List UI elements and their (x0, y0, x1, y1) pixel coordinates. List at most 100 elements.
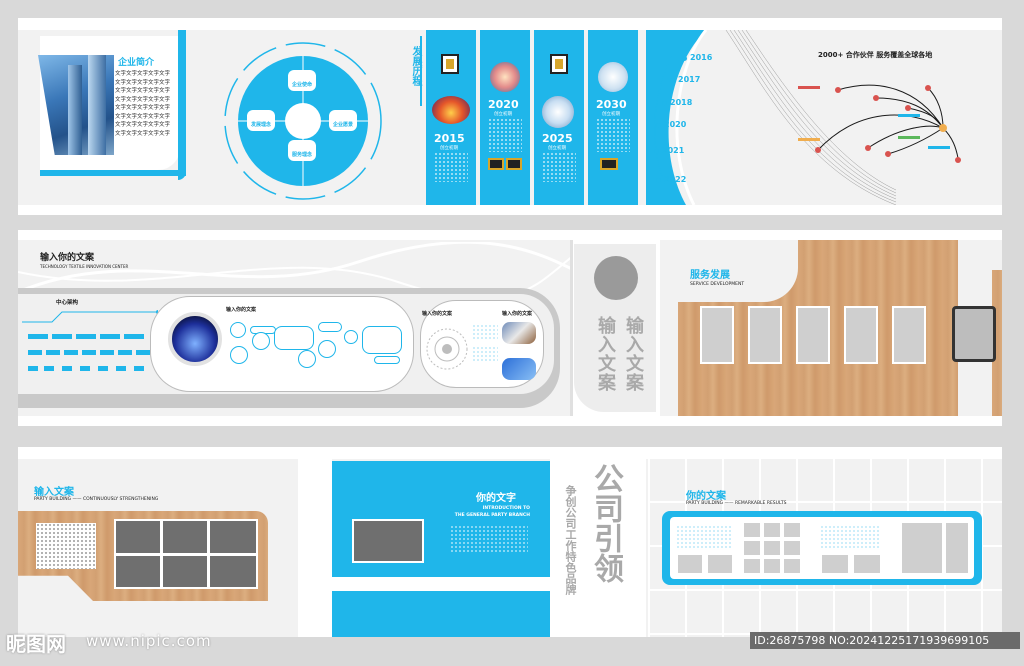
vertical-text: 输入文案 (595, 316, 616, 392)
text-board (36, 523, 96, 569)
milestone-text-block (488, 118, 522, 152)
sunset-photo (432, 96, 470, 124)
screen-cell (116, 556, 160, 587)
middle-subtitle: INTRODUCTION TO THE GENERAL PARTY BRANCH (450, 505, 530, 519)
screen-cell (210, 556, 256, 587)
service-title: 服务发展 (690, 270, 730, 281)
service-header-bg (678, 240, 798, 302)
photo-frame (700, 306, 734, 364)
results-text (820, 525, 880, 549)
intro-line: 文字文字文字文字文字 (115, 71, 171, 77)
screen-cell (116, 521, 160, 553)
culture-wheel (224, 42, 382, 200)
result-photo (820, 553, 850, 575)
watermark-bar: 昵图网 www.nipic.com ID:26875798 NO:2024122… (0, 622, 1024, 666)
slogan-column (550, 459, 646, 637)
trophy-icon (441, 54, 459, 74)
milestone-card-2030 (588, 30, 638, 205)
result-photo (900, 521, 944, 575)
milestone-caption: 创立初期 (548, 146, 566, 151)
info-pill (298, 350, 316, 368)
timeline-dot (670, 78, 675, 83)
result-photo (762, 521, 782, 539)
timeline-dot (654, 149, 659, 154)
award-plaque-icon (488, 158, 504, 170)
photo-circle (490, 62, 520, 92)
tower-shape (68, 65, 82, 155)
section-title: 输入你的文案 (40, 253, 95, 263)
center-label: 中心架构 (56, 300, 79, 306)
milestone-caption: 创立初期 (602, 112, 620, 117)
info-pill (274, 326, 314, 350)
screen-cell (210, 521, 256, 553)
wheel-label-mission: 企业使命 (288, 70, 317, 91)
wood-column (992, 270, 1002, 416)
box-title: 输入你的文案 (422, 311, 453, 317)
milestone-year: 2030 (596, 98, 627, 111)
panel-bottom: 输入文案 PARTY BUILDING —— CONTINUOUSLY STRE… (18, 447, 1002, 637)
history-title-bar (420, 36, 422, 106)
timeline-year: 2022 (664, 175, 687, 184)
result-photo (782, 521, 802, 539)
panel-top: 企业简介 文字文字文字文字文字 文字文字文字文字文字 文字文字文字文字文字 文字… (18, 18, 1002, 215)
text-block (472, 324, 498, 340)
intro-title: 企业简介 (118, 58, 155, 68)
middle-subtitle-text: INTRODUCTION TO THE GENERAL PARTY BRANCH (454, 506, 530, 518)
info-pill (362, 326, 402, 354)
text-block (472, 346, 498, 362)
result-photo (852, 553, 882, 575)
tv-screen (352, 519, 424, 563)
middle-dots (450, 525, 528, 553)
gray-circle (594, 256, 638, 300)
wheel-label-service: 服务理念 (288, 140, 317, 161)
result-photo (676, 553, 704, 575)
milestone-text-block (596, 118, 630, 152)
result-photo (762, 539, 782, 557)
intro-accent-bar (178, 30, 186, 180)
left-subtitle: PARTY BUILDING —— CONTINUOUSLY STRENGTHE… (34, 497, 159, 502)
result-photo (742, 557, 762, 575)
box-title: 输入你的文案 (226, 307, 257, 313)
blue-panel-stripe (332, 577, 550, 591)
top-strip (18, 18, 1002, 30)
timeline-year: 2021 (662, 146, 685, 155)
right-subtitle: PARTY BUILDING —— REMARKABLE RESULTS (686, 501, 787, 506)
timeline-year: 2017 (678, 75, 701, 84)
milestone-text-block (434, 152, 468, 182)
floor-strip (18, 205, 1002, 215)
result-photo (944, 521, 970, 575)
photo-circle (598, 62, 628, 92)
info-pill (318, 340, 336, 358)
partners-title: 2000+ 合作伙伴 服务覆盖全球各地 (818, 51, 933, 59)
timeline-year: 2018 (670, 98, 693, 107)
top-strip (18, 230, 1002, 240)
middle-title: 你的文字 (476, 493, 516, 504)
tower-shape (88, 55, 106, 155)
screen-grid (114, 519, 258, 589)
info-pill (318, 322, 342, 332)
intro-line: 文字文字文字文字文字 (115, 105, 171, 111)
result-photo (762, 557, 782, 575)
photo-frame (748, 306, 782, 364)
info-pill (230, 322, 246, 338)
result-photo (782, 557, 802, 575)
info-pill (252, 332, 270, 350)
radial-diagram (426, 328, 468, 370)
timeline-year: 2016 (690, 53, 713, 62)
watermark-url: www.nipic.com (86, 632, 212, 650)
column-divider (298, 459, 332, 637)
results-text (676, 525, 732, 549)
trophy-icon (550, 54, 568, 74)
result-photo (782, 539, 802, 557)
panel-middle: 输入你的文案 TECHNOLOGY TEXTILE INNOVATION CEN… (18, 230, 1002, 426)
box-title: 输入你的文案 (502, 311, 533, 317)
milestone-card-2020 (480, 30, 530, 205)
section-subtitle: TECHNOLOGY TEXTILE INNOVATION CENTER (40, 264, 129, 269)
watermark-logo: 昵图网 (6, 632, 66, 656)
photo-frame (892, 306, 926, 364)
milestone-caption: 创立初期 (494, 112, 512, 117)
screen-cell (163, 556, 207, 587)
org-chart (28, 334, 150, 379)
result-photo (742, 539, 762, 557)
partners-network (798, 84, 961, 163)
